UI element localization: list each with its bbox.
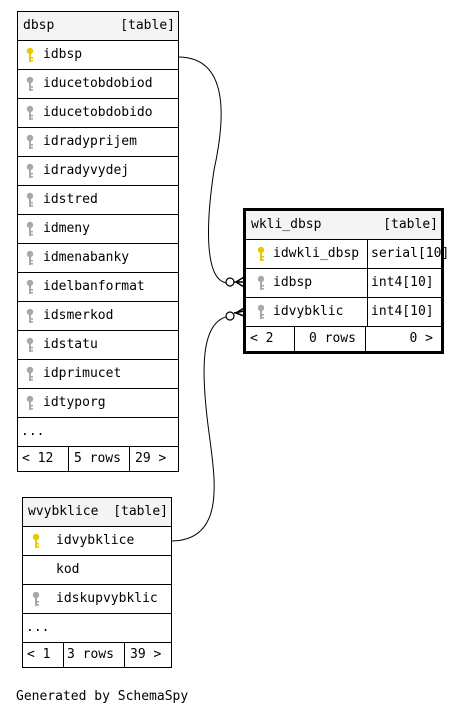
foreign-key-icon [26,76,34,92]
foreign-key-icon [257,304,265,320]
column-name: idradyvydej [43,163,130,178]
parents-count[interactable]: < 2 [250,331,274,346]
column-name: idradyprijem [43,134,137,149]
foreign-key-icon [26,279,34,295]
foreign-key-icon [26,308,34,324]
table-header[interactable]: dbsp [table] [18,12,178,41]
table-name[interactable]: wkli_dbsp [251,217,322,232]
relationship-optional-marker [225,311,235,321]
row-count: 5 rows [68,447,129,471]
column-name: idbsp [43,47,83,62]
row-count: 0 rows [294,327,365,351]
foreign-key-icon [26,134,34,150]
relationship-optional-marker [225,277,235,287]
column-name: idtyporg [43,395,106,410]
foreign-key-icon [32,591,40,607]
column-name: idprimucet [43,366,122,381]
table-footer: < 12 5 rows 29 > [18,447,178,471]
column-name: idsmerkod [43,308,114,323]
column-name: iducetobdobiod [43,76,153,91]
more-columns: ... [23,614,171,643]
column-name: idskupvybklic [56,591,158,606]
table-row[interactable]: idstatu [18,331,178,360]
table-row[interactable]: idvybklice [23,527,171,556]
table-row[interactable]: idvybklic int4[10] [246,298,441,327]
table-row[interactable]: idprimucet [18,360,178,389]
table-header[interactable]: wvybklice [table] [23,498,171,527]
foreign-key-icon [26,337,34,353]
column-name: idmeny [43,221,90,236]
table-tag: [table] [383,217,438,232]
relationship-wvybklice-wkli-dbsp [171,315,231,542]
foreign-key-icon [26,395,34,411]
table-row[interactable]: idmenabanky [18,244,178,273]
column-type: int4[10] [371,275,434,290]
primary-key-icon [26,47,34,63]
children-count[interactable]: 29 > [129,447,178,471]
table-row[interactable]: idbsp int4[10] [246,269,441,298]
generated-by-label: Generated by SchemaSpy [16,689,189,704]
more-columns: ... [18,418,178,447]
foreign-key-icon [257,275,265,291]
foreign-key-icon [26,366,34,382]
table-header[interactable]: wkli_dbsp [table] [246,211,441,240]
foreign-key-icon [26,250,34,266]
foreign-key-icon [26,221,34,237]
column-name: idstred [43,192,98,207]
column-type: int4[10] [371,304,434,319]
table-wvybklice[interactable]: wvybklice [table] idvybklice kod idskupvyb… [22,497,172,668]
row-count: 3 rows [63,643,124,667]
column-name: idvybklic [273,304,344,319]
column-name: idwkli_dbsp [273,246,360,261]
table-tag: [table] [120,18,175,33]
column-type: serial[10] [371,246,450,261]
table-row[interactable]: iducetobdobiod [18,70,178,99]
parents-count[interactable]: < 1 [27,647,51,662]
table-row[interactable]: kod [23,556,171,585]
relationship-dbsp-wkli-dbsp [177,56,231,284]
table-row[interactable]: idmeny [18,215,178,244]
column-name: iducetobdobido [43,105,153,120]
table-dbsp[interactable]: dbsp [table] idbsp iducetobdobiod iducetob… [17,11,179,472]
primary-key-icon [32,533,40,549]
table-row[interactable]: idsmerkod [18,302,178,331]
table-name[interactable]: wvybklice [28,504,99,519]
column-name: idmenabanky [43,250,130,265]
table-tag: [table] [113,504,168,519]
primary-key-icon [257,246,265,262]
column-name: idbsp [273,275,313,290]
table-row[interactable]: iducetobdobido [18,99,178,128]
children-count[interactable]: 39 > [124,643,171,667]
foreign-key-icon [26,192,34,208]
table-footer: < 2 0 rows 0 > [246,327,441,351]
table-name[interactable]: dbsp [23,18,55,33]
children-count[interactable]: 0 > [365,327,441,351]
relationship-crowfoot-marker [233,307,245,317]
column-name: idvybklice [56,533,135,548]
table-row[interactable]: idradyvydej [18,157,178,186]
table-row[interactable]: idradyprijem [18,128,178,157]
table-row[interactable]: idstred [18,186,178,215]
table-row[interactable]: idwkli_dbsp serial[10] [246,240,449,269]
table-footer: < 1 3 rows 39 > [23,643,171,667]
column-name: idstatu [43,337,98,352]
table-row[interactable]: idtyporg [18,389,178,418]
table-row[interactable]: idskupvybklic [23,585,171,614]
foreign-key-icon [26,163,34,179]
column-name: idelbanformat [43,279,145,294]
column-name: kod [56,562,80,577]
relationship-crowfoot-marker [234,276,245,288]
foreign-key-icon [26,105,34,121]
table-row[interactable]: idbsp [18,41,178,70]
table-row[interactable]: idelbanformat [18,273,178,302]
parents-count[interactable]: < 12 [22,451,54,466]
